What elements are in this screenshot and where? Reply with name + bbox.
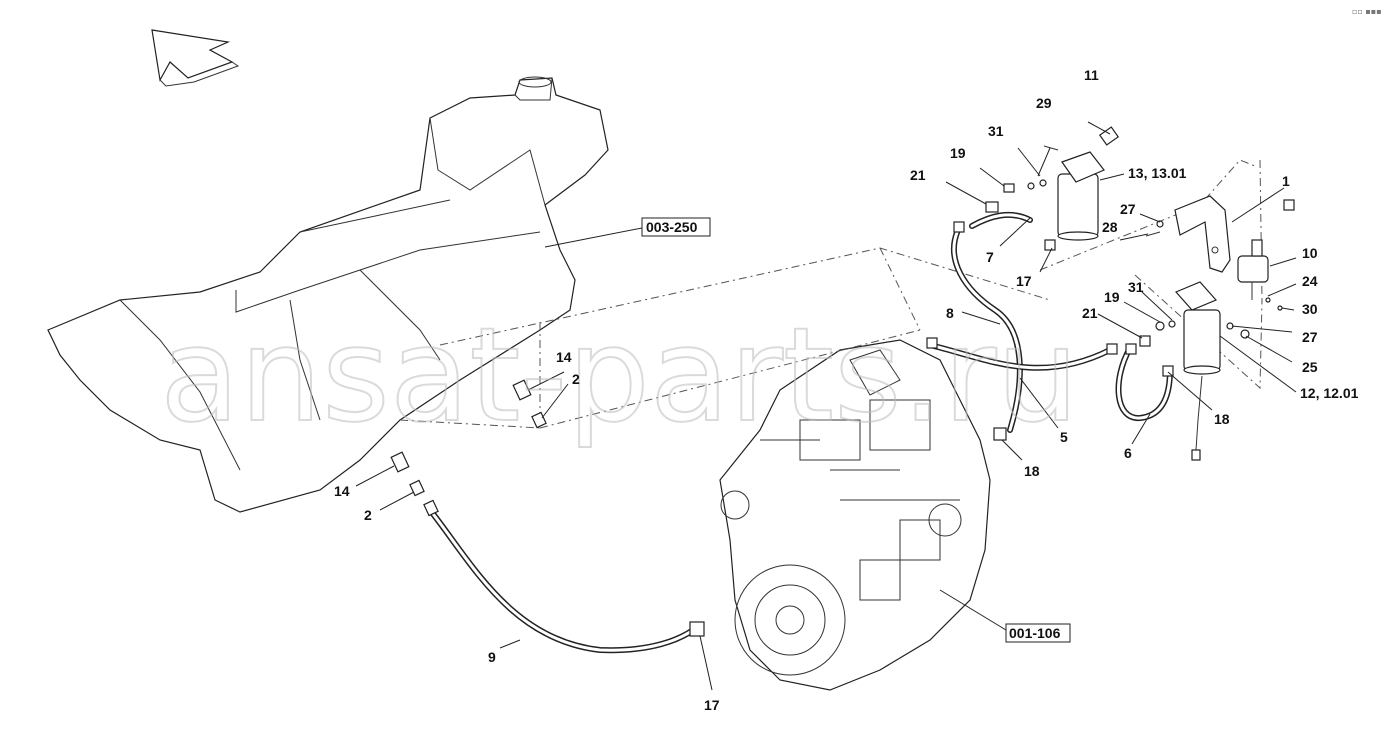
callout-13: 13, 13.01 — [1128, 165, 1187, 181]
ref-box-tank[interactable]: 003-250 — [641, 217, 711, 237]
ref-box-tank-label: 003-250 — [646, 219, 698, 235]
leader-lines — [355, 121, 1297, 691]
callout-31: 31 — [1128, 279, 1144, 295]
callout-8: 8 — [946, 305, 954, 321]
callout-1: 1 — [1282, 173, 1290, 189]
filter-bracket[interactable] — [1174, 195, 1231, 273]
callout-28: 28 — [1102, 219, 1118, 235]
fuel-tank[interactable] — [47, 76, 609, 513]
callout-19: 19 — [1104, 289, 1120, 305]
callout-24: 24 — [1302, 273, 1318, 289]
callout-5: 5 — [1060, 429, 1068, 445]
ref-box-engine[interactable]: 001-106 — [1005, 623, 1071, 643]
callout-19: 19 — [950, 145, 966, 161]
orientation-arrow-icon — [151, 29, 240, 87]
callout-17: 17 — [704, 697, 720, 713]
callout-27: 27 — [1302, 329, 1318, 345]
callout-14: 14 — [334, 483, 350, 499]
water-separator-filter[interactable] — [1139, 281, 1250, 461]
fittings — [390, 221, 1174, 637]
callout-21: 21 — [1082, 305, 1098, 321]
callout-30: 30 — [1302, 301, 1318, 317]
callout-11: 11 — [1084, 67, 1099, 83]
callouts: 1 2 2 5 6 7 8 9 10 11 12, 12.01 13, 13.0… — [334, 67, 1359, 713]
watermark-text: ansat-parts.ru — [160, 299, 1079, 451]
callout-14: 14 — [556, 349, 572, 365]
callout-2: 2 — [572, 371, 580, 387]
callout-27: 27 — [1120, 201, 1136, 217]
ref-box-engine-label: 001-106 — [1009, 625, 1061, 641]
callout-12: 12, 12.01 — [1300, 385, 1359, 401]
callout-18: 18 — [1214, 411, 1230, 427]
callout-9: 9 — [488, 649, 496, 665]
callout-29: 29 — [1036, 95, 1052, 111]
fuel-pump[interactable] — [1237, 239, 1283, 311]
primary-fuel-filter[interactable] — [985, 126, 1295, 241]
corner-mark: ▫▫ ▪▪▪ — [1352, 7, 1382, 16]
callout-6: 6 — [1124, 445, 1132, 461]
callout-18: 18 — [1024, 463, 1040, 479]
callout-25: 25 — [1302, 359, 1318, 375]
fuel-hoses — [427, 211, 1173, 654]
callout-31: 31 — [988, 123, 1004, 139]
callout-2: 2 — [364, 507, 372, 523]
callout-21: 21 — [910, 167, 926, 183]
construction-lines — [399, 159, 1263, 429]
callout-10: 10 — [1302, 245, 1318, 261]
callout-7: 7 — [986, 249, 994, 265]
callout-17: 17 — [1016, 273, 1032, 289]
engine[interactable] — [719, 339, 991, 691]
